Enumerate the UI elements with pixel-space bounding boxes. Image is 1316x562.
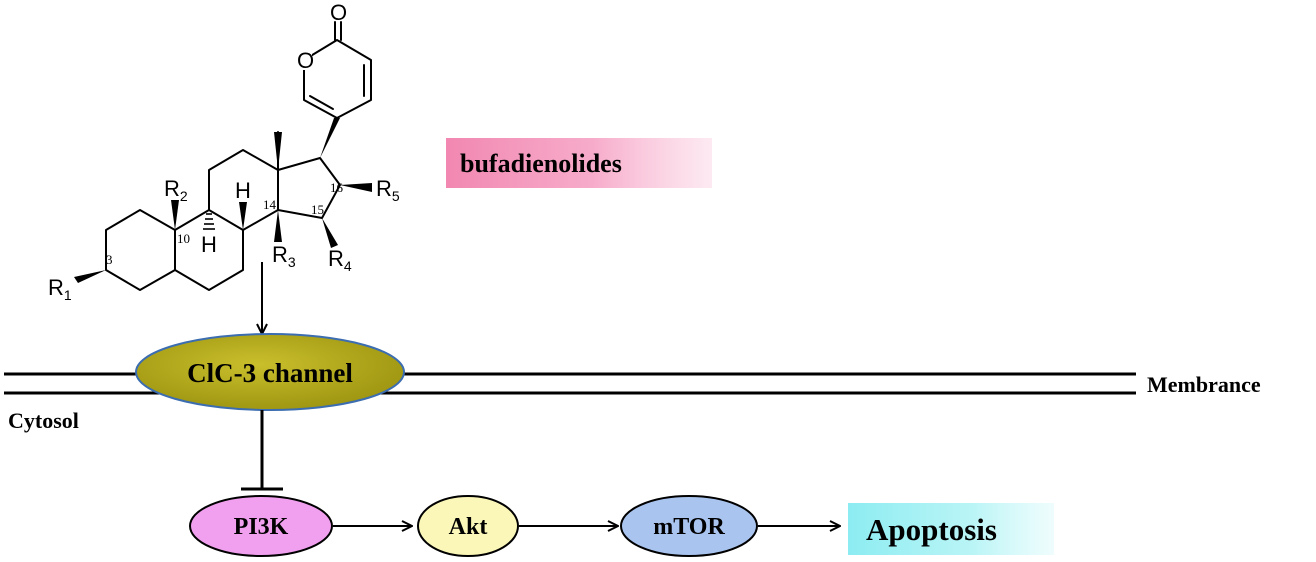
locant-10: 10 — [177, 231, 190, 246]
hashed-bond-c9-h — [203, 213, 215, 230]
bufadienolides-label: bufadienolides — [460, 149, 622, 178]
inhibition-channel-to-pi3k — [241, 410, 283, 491]
pi3k-node — [189, 495, 333, 557]
wedge-c10-r2 — [171, 200, 179, 230]
locant-14: 14 — [263, 197, 277, 212]
akt-label: Akt — [449, 514, 488, 540]
bufadienolides-highlight — [446, 138, 712, 188]
clc3-channel-label: ClC-3 channel — [187, 358, 353, 388]
ring-a — [105, 209, 176, 291]
locant-3: 3 — [106, 252, 113, 267]
substituent-r1: R1 — [48, 275, 72, 303]
ring-b — [174, 209, 244, 291]
wedge-c13-methyl — [274, 132, 282, 170]
wedge-c3-r1 — [74, 270, 106, 283]
membrane-label: Membrance — [1147, 372, 1261, 397]
wedge-c16-r5 — [340, 183, 372, 192]
hydrogen-c9-label: H — [201, 232, 217, 257]
substituent-r2: R2 — [164, 176, 188, 204]
wedge-c17-pyranone — [320, 118, 340, 158]
wedge-c15-r4 — [322, 218, 338, 248]
wedge-c8-h — [239, 202, 247, 230]
clc3-channel-ellipse — [135, 333, 405, 411]
cytosol-label: Cytosol — [8, 408, 79, 433]
substituent-r5: R5 — [376, 176, 400, 204]
pyranone-ring — [303, 39, 372, 119]
mtor-node — [620, 495, 758, 557]
ring-oxygen-label: O — [297, 48, 314, 73]
mtor-label: mTOR — [653, 514, 725, 540]
pi3k-label: PI3K — [234, 514, 289, 540]
locant-16: 16 — [330, 180, 344, 195]
substituent-r4: R4 — [328, 246, 352, 274]
oxygen-mask — [294, 50, 312, 70]
ring-c — [208, 149, 279, 231]
substituent-r3: R3 — [272, 242, 296, 270]
locant-15: 15 — [311, 202, 324, 217]
wedge-c14-r3 — [274, 210, 282, 242]
apoptosis-highlight — [848, 503, 1054, 555]
apoptosis-label: Apoptosis — [866, 512, 997, 547]
carbonyl-oxygen-label: O — [330, 0, 347, 25]
akt-node — [417, 495, 519, 557]
wedge-bonds — [74, 118, 372, 283]
hydrogen-c8-label: H — [235, 178, 251, 203]
pyranone-double-bond-1 — [309, 95, 334, 110]
